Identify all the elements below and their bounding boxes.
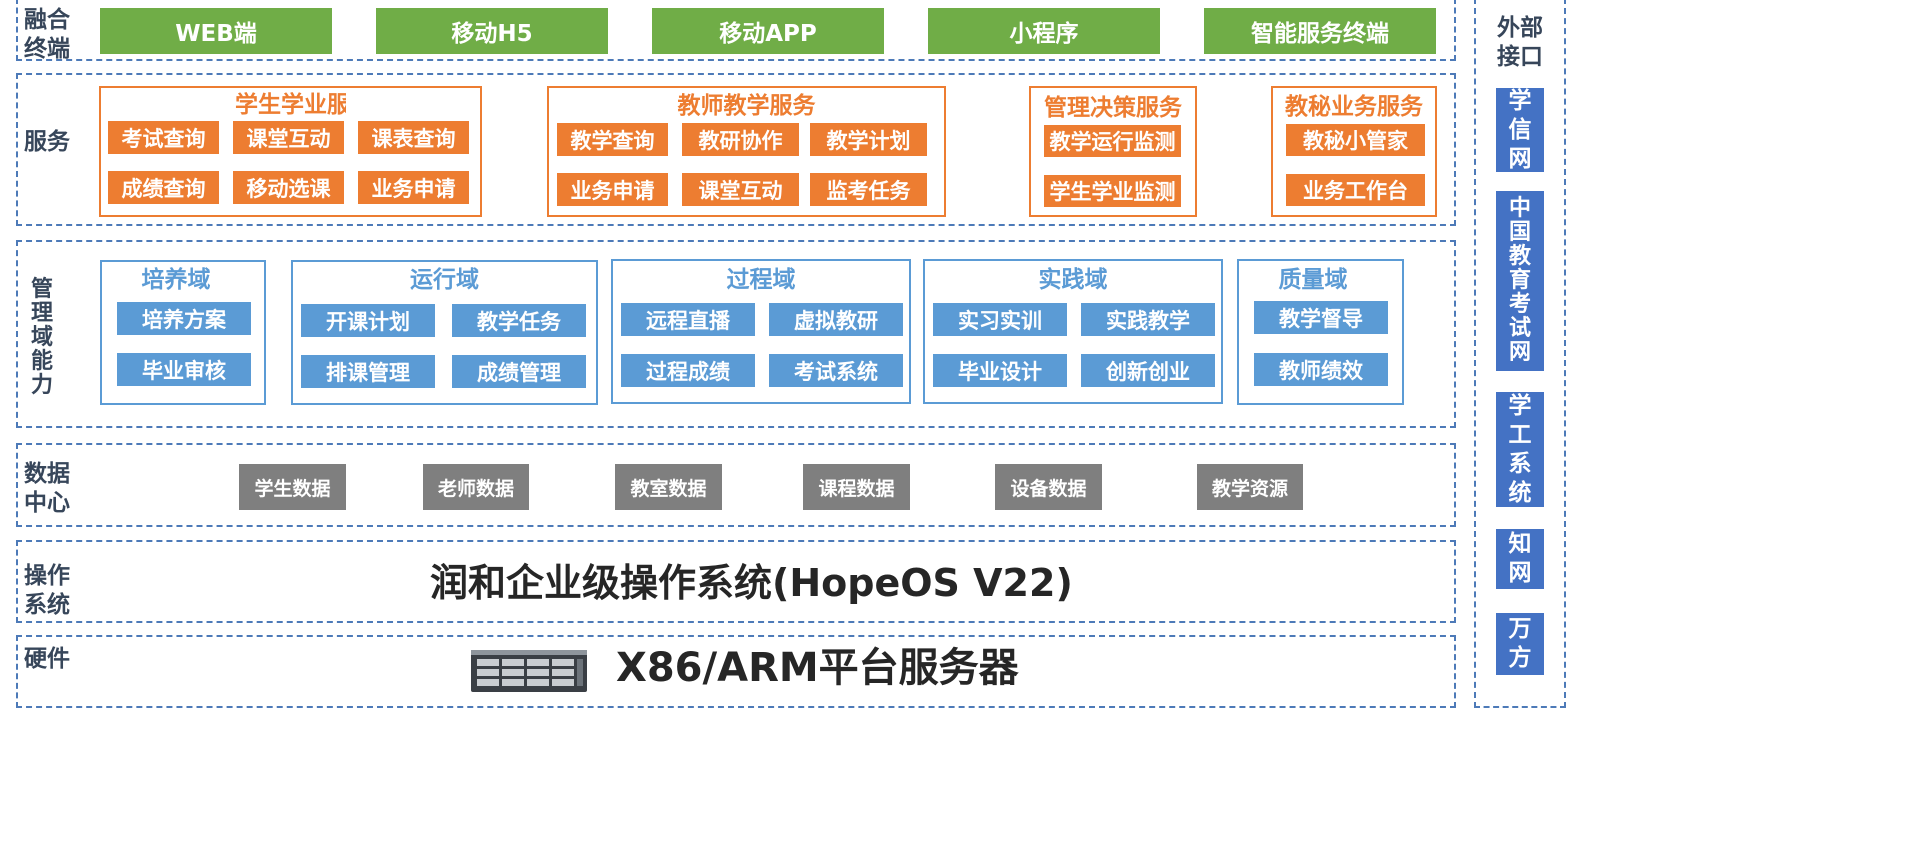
domain-title-process: 过程域 xyxy=(726,267,796,293)
domain-title-practice: 实践域 xyxy=(1038,267,1108,293)
os-band xyxy=(16,540,1456,623)
data-item-classroom: 教室数据 xyxy=(615,464,722,510)
service-item: 成绩查询 xyxy=(108,171,219,204)
service-item: 业务申请 xyxy=(557,173,668,206)
domain-item: 创新创业 xyxy=(1081,354,1215,387)
domain-item: 毕业设计 xyxy=(933,354,1067,387)
service-item: 监考任务 xyxy=(810,173,927,206)
row-label-services: 服务 xyxy=(24,129,70,155)
service-title-management: 管理决策服务 xyxy=(1044,95,1182,121)
service-item: 课表查询 xyxy=(358,121,469,154)
data-item-course: 课程数据 xyxy=(803,464,910,510)
external-item-xuegong: 学 工 系 统 xyxy=(1496,392,1544,507)
domain-item: 排课管理 xyxy=(301,355,435,388)
service-item: 教学运行监测 xyxy=(1044,125,1181,157)
external-item-wanfang: 万 方 xyxy=(1496,613,1544,675)
external-item-cnki: 知 网 xyxy=(1496,529,1544,589)
domain-item: 培养方案 xyxy=(117,302,251,335)
row-label-domain: 管 理 域 能 力 xyxy=(30,277,53,398)
os-title: 润和企业级操作系统(HopeOS V22) xyxy=(430,561,1073,605)
service-item: 考试查询 xyxy=(108,121,219,154)
domain-title-operation: 运行域 xyxy=(410,267,479,293)
domain-item: 教学督导 xyxy=(1254,301,1388,334)
domain-item: 开课计划 xyxy=(301,304,435,337)
domain-item: 教师绩效 xyxy=(1254,353,1388,386)
services-band xyxy=(16,73,1456,226)
service-item: 课堂互动 xyxy=(233,121,344,154)
service-title-teacher: 教师教学服务 xyxy=(677,93,816,119)
domain-title-quality: 质量域 xyxy=(1278,267,1348,293)
data-item-teacher: 老师数据 xyxy=(423,464,529,510)
row-label-data-center: 数据 中心 xyxy=(24,461,70,516)
data-center-band xyxy=(16,443,1456,527)
external-band xyxy=(1474,0,1566,708)
service-item: 教研协作 xyxy=(682,123,799,156)
terminal-miniprogram: 小程序 xyxy=(928,8,1160,54)
service-title-student: 学生学业服务 xyxy=(235,92,346,118)
row-label-os: 操作 系统 xyxy=(24,563,70,618)
domain-title-cultivate: 培养域 xyxy=(141,267,211,293)
terminal-web: WEB端 xyxy=(100,8,332,54)
server-icon xyxy=(471,650,587,692)
service-item: 教学查询 xyxy=(557,123,668,156)
external-item-neea: 中 国 教 育 考 试 网 xyxy=(1496,191,1544,371)
domain-item: 考试系统 xyxy=(769,354,903,387)
domain-item: 教学任务 xyxy=(452,304,586,337)
row-label-hardware: 硬件 xyxy=(24,646,70,672)
service-item: 课堂互动 xyxy=(682,173,799,206)
service-item: 教秘小管家 xyxy=(1286,124,1425,156)
row-label-terminal: 融合 终端 xyxy=(24,7,70,62)
terminal-app: 移动APP xyxy=(652,8,884,54)
data-item-student: 学生数据 xyxy=(239,464,346,510)
terminal-smart: 智能服务终端 xyxy=(1204,8,1436,54)
data-item-device: 设备数据 xyxy=(995,464,1102,510)
terminal-h5: 移动H5 xyxy=(376,8,608,54)
service-item: 教学计划 xyxy=(810,123,927,156)
domain-item: 实践教学 xyxy=(1081,303,1215,336)
service-item: 移动选课 xyxy=(233,171,344,204)
hardware-band xyxy=(16,635,1456,708)
service-title-secretary: 教秘业务服务 xyxy=(1285,94,1423,120)
domain-item: 实习实训 xyxy=(933,303,1067,336)
data-item-resources: 教学资源 xyxy=(1197,464,1303,510)
service-item: 业务申请 xyxy=(358,171,469,204)
hardware-title: X86/ARM平台服务器 xyxy=(616,645,1019,691)
service-item: 业务工作台 xyxy=(1286,174,1425,206)
domain-item: 过程成绩 xyxy=(621,354,755,387)
domain-band xyxy=(16,240,1456,428)
domain-item: 成绩管理 xyxy=(452,355,586,388)
domain-item: 毕业审核 xyxy=(117,353,251,386)
domain-item: 远程直播 xyxy=(621,303,755,336)
terminal-band xyxy=(16,0,1456,61)
external-item-xuexin: 学 信 网 xyxy=(1496,88,1544,172)
service-item: 学生学业监测 xyxy=(1044,175,1181,207)
external-title: 外部 接口 xyxy=(1497,15,1543,70)
domain-item: 虚拟教研 xyxy=(769,303,903,336)
